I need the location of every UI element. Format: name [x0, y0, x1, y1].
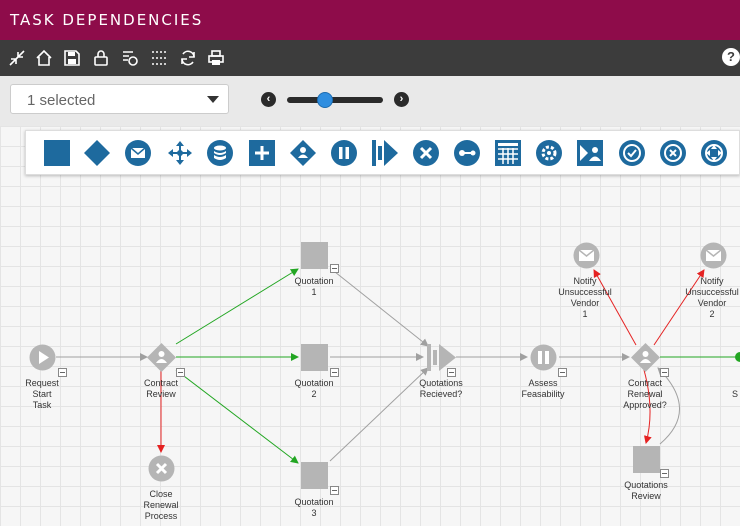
selection-dropdown[interactable]: 1 selected	[10, 84, 229, 114]
reject-shape-icon[interactable]	[660, 140, 686, 166]
page-title: TASK DEPENDENCIES	[10, 11, 204, 29]
collapse-toggle[interactable]	[330, 368, 339, 377]
title-bar: TASK DEPENDENCIES	[0, 0, 740, 40]
collapse-toggle[interactable]	[558, 368, 567, 377]
add-shape-icon[interactable]	[249, 140, 275, 166]
collapse-toggle[interactable]	[660, 469, 669, 478]
cancel-shape-icon[interactable]	[413, 140, 439, 166]
collapse-toggle[interactable]	[176, 368, 185, 377]
quotations-review-node[interactable]	[633, 446, 660, 473]
user-decision-shape-icon[interactable]	[290, 140, 316, 166]
flow-review-to-quotation3	[175, 369, 299, 464]
diagram-canvas[interactable]	[0, 126, 740, 526]
approve-shape-icon[interactable]	[619, 140, 645, 166]
pause-shape-icon[interactable]	[331, 140, 357, 166]
request-start-task-node[interactable]	[29, 344, 56, 371]
settings-shape-icon[interactable]	[536, 140, 562, 166]
quotations-received-merge-node[interactable]	[427, 344, 456, 371]
flow-review-to-quotation1	[175, 268, 299, 345]
zoom-slider[interactable]	[287, 97, 383, 103]
collapse-toggle[interactable]	[58, 368, 67, 377]
contract-review-node[interactable]	[147, 343, 176, 372]
database-shape-icon[interactable]	[207, 140, 233, 166]
zoom-prev-button[interactable]: ‹	[261, 92, 276, 107]
selection-value: 1 selected	[27, 92, 96, 109]
navigate-shape-icon[interactable]	[701, 140, 727, 166]
help-icon[interactable]: ?	[722, 48, 740, 66]
refresh-icon[interactable]	[179, 49, 197, 67]
collapse-icon[interactable]	[8, 49, 26, 67]
user-merge-shape-icon[interactable]	[577, 140, 603, 166]
collapse-toggle[interactable]	[330, 486, 339, 495]
settings-task-icon[interactable]	[121, 49, 139, 67]
calendar-shape-icon[interactable]	[495, 140, 521, 166]
decision-shape-icon[interactable]	[84, 140, 110, 166]
task-shape-icon[interactable]	[44, 140, 70, 166]
flow-quotation3-to-received	[329, 367, 429, 462]
zoom-next-button[interactable]: ›	[394, 92, 409, 107]
close-renewal-node[interactable]	[148, 455, 175, 482]
toolbar: ?	[0, 40, 740, 76]
home-icon[interactable]	[35, 49, 53, 67]
quotation-2-node[interactable]	[301, 344, 328, 371]
shape-palette	[25, 130, 740, 175]
flow-renewal-to-review	[643, 369, 652, 444]
notify-vendor-1-node[interactable]	[573, 242, 600, 269]
chevron-down-icon	[207, 96, 219, 103]
quotation-3-node[interactable]	[301, 462, 328, 489]
flow-quotation1-to-received	[329, 267, 429, 347]
collapse-toggle[interactable]	[330, 264, 339, 273]
save-icon[interactable]	[63, 49, 81, 67]
next-node-partial[interactable]	[734, 352, 740, 362]
node-label: S	[732, 389, 739, 399]
merge-shape-icon[interactable]	[372, 140, 398, 166]
connector-shape-icon[interactable]	[454, 140, 480, 166]
assess-feasibility-node[interactable]	[530, 344, 557, 371]
quotation-1-node[interactable]	[301, 242, 328, 269]
zoom-slider-thumb[interactable]	[317, 92, 334, 108]
lock-icon[interactable]	[92, 49, 110, 67]
move-shape-icon[interactable]	[167, 140, 193, 166]
collapse-toggle[interactable]	[447, 368, 456, 377]
notify-vendor-2-node[interactable]	[700, 242, 727, 269]
contract-renewal-approved-node[interactable]	[631, 343, 660, 372]
filter-bar: 1 selected ‹ ›	[0, 76, 740, 126]
flow-renewal-to-notify1	[593, 269, 637, 346]
print-icon[interactable]	[207, 49, 225, 67]
email-shape-icon[interactable]	[125, 140, 151, 166]
flow-renewal-to-notify2	[653, 269, 705, 346]
collapse-toggle[interactable]	[660, 368, 669, 377]
